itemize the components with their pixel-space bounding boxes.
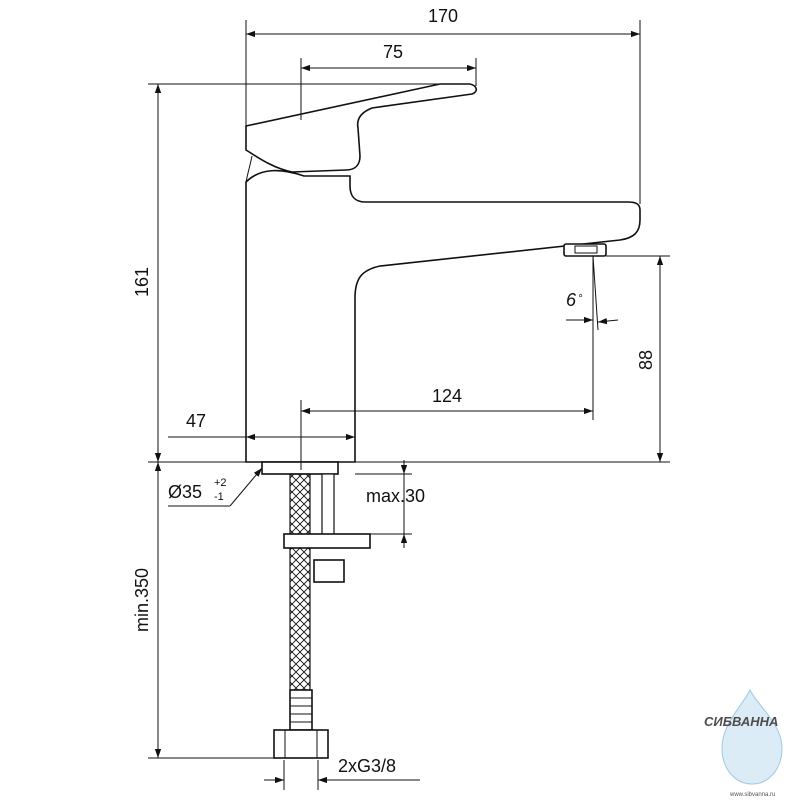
clamp-plate [284,534,370,548]
mounting-assembly [262,462,370,758]
dim-spout-reach: 124 [432,386,462,406]
dim-spout-angle: 6° [566,290,583,310]
mounting-stud [322,474,334,540]
faucet-body [246,171,640,462]
watermark: СИБВАННА www.sibvanna.ru [704,690,782,798]
dim-overall-width: 170 [428,6,458,26]
dim-hole-diameter: Ø35 [168,482,202,502]
hose-ferrule [290,690,312,730]
dim-body-width: 47 [186,411,206,431]
dim-spout-height: 88 [636,350,656,370]
connection-nut [274,730,328,758]
clamp-nut [314,560,344,582]
watermark-drop-icon [722,690,782,784]
watermark-url: www.sibvanna.ru [729,792,775,798]
watermark-brand: СИБВАННА [704,714,778,729]
dim-total-height: 161 [132,267,152,297]
base-flange [262,462,338,474]
dimension-lines [148,20,670,790]
faucet-lever [246,84,476,172]
dim-connection: 2xG3/8 [338,756,396,776]
dim-lever-width: 75 [383,42,403,62]
flex-hose-left [290,474,310,690]
dimension-labels: 170 75 161 88 124 47 6° Ø35 +2 -1 max.30… [132,6,656,776]
dim-hose-length: min.350 [132,568,152,632]
dim-max-thickness: max.30 [366,486,425,506]
dim-hole-tol-plus: +2 [214,477,227,489]
dim-hole-tol-minus: -1 [214,491,224,503]
